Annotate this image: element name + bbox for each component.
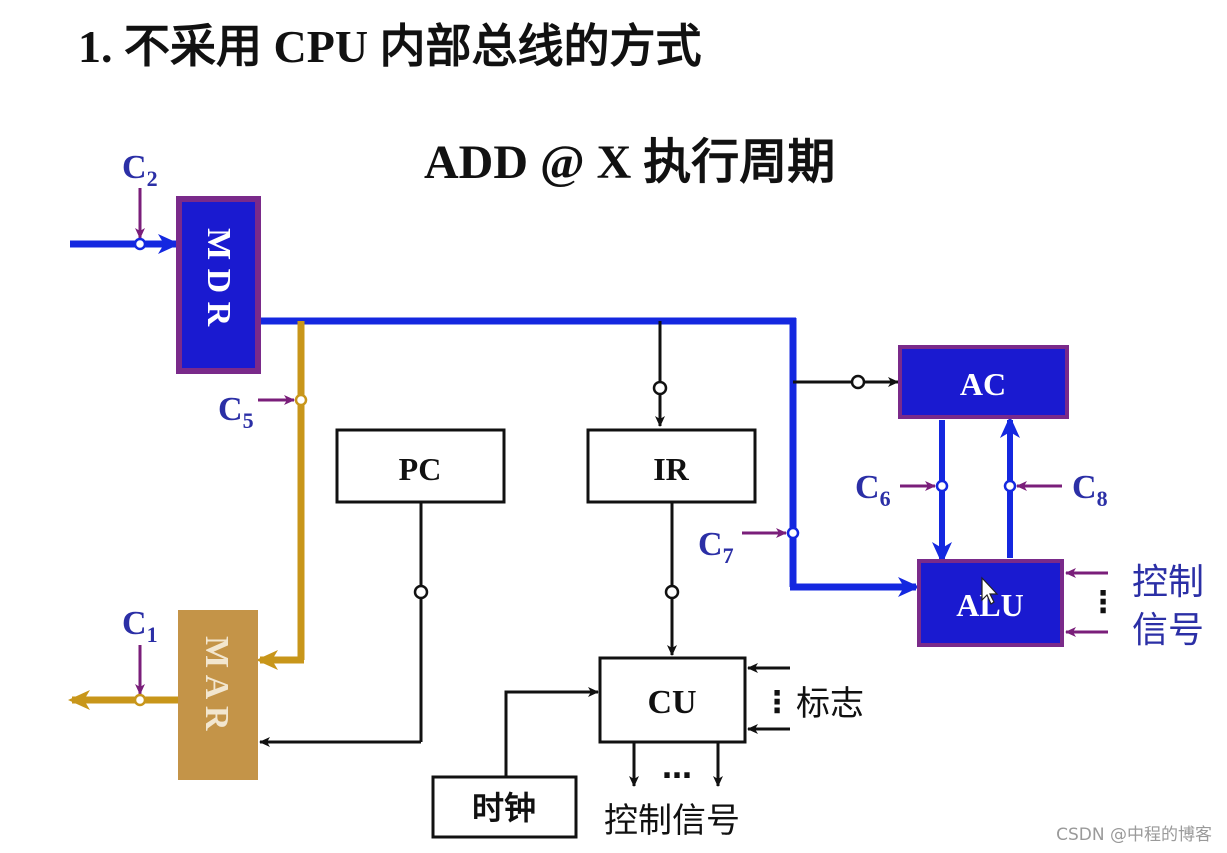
- mdr-label: M D R: [200, 228, 237, 327]
- c8-label: C8: [1072, 469, 1108, 511]
- c7-label: C7: [698, 526, 734, 568]
- cu-unit: [598, 656, 747, 744]
- clock-to-cu-line: [504, 687, 599, 777]
- ir-register: [586, 428, 757, 504]
- c8-gate: [1003, 479, 1017, 493]
- c1-gate: [133, 693, 147, 707]
- c7-gate: [786, 526, 800, 540]
- cu-control-out-label: 控制信号: [604, 801, 740, 841]
- c2-label: C2: [122, 149, 158, 191]
- ac-gate: [850, 374, 866, 390]
- watermark: CSDN @中程的博客: [1056, 825, 1212, 845]
- ir-cu-gate: [664, 584, 680, 600]
- ir-gate: [652, 380, 668, 396]
- mdr-register: [176, 196, 261, 374]
- mouse-cursor-icon: [981, 576, 999, 605]
- c6-gate: [935, 479, 949, 493]
- alu-control-label-2: 信号: [1132, 610, 1204, 651]
- ac-register: [898, 345, 1069, 419]
- ac-label: AC: [960, 366, 1006, 402]
- ir-label: IR: [653, 451, 689, 487]
- alu-control-label-1: 控制: [1132, 562, 1204, 603]
- cu-flags-dots: ⋮: [762, 685, 792, 720]
- slide-subtitle: ADD @ X 执行周期: [424, 136, 835, 189]
- cu-label: CU: [647, 684, 696, 721]
- alu-control-dots: ⋮: [1088, 585, 1118, 620]
- clock-label: 时钟: [472, 790, 536, 826]
- mar-label: M A R: [198, 636, 235, 731]
- cu-flags-label: 标志: [796, 684, 864, 724]
- c6-label: C6: [855, 469, 891, 511]
- slide-title: 1. 不采用 CPU 内部总线的方式: [78, 21, 702, 72]
- pc-gate: [413, 584, 429, 600]
- c5-gate: [294, 393, 308, 407]
- pc-label: PC: [399, 451, 442, 487]
- pc-register: [335, 428, 506, 504]
- c5-label: C5: [218, 391, 254, 433]
- cu-output-ellipsis: …: [662, 751, 692, 786]
- c1-label: C1: [122, 605, 158, 647]
- clock-unit: [431, 775, 578, 839]
- mar-register: [178, 610, 258, 780]
- c2-gate: [133, 237, 147, 251]
